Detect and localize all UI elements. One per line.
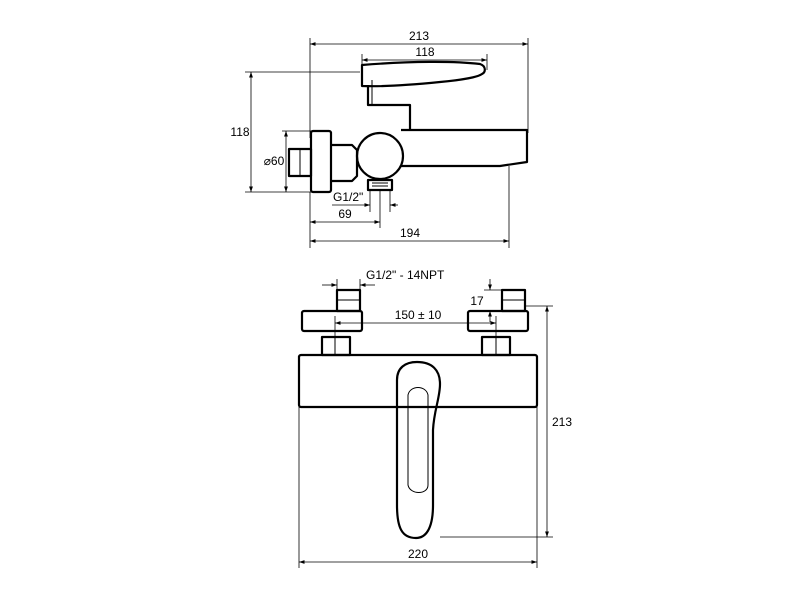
dim-label-outlet-thread: G1/2": [333, 190, 363, 204]
diverter-ball: [355, 131, 405, 181]
right-flange: [466, 309, 530, 333]
dim-label-spout-reach: 194: [400, 226, 420, 240]
dim-label-inlet-thread: G1/2" - 14NPT: [366, 268, 445, 282]
dim-label-lever-length: 118: [415, 45, 434, 59]
dim-label-flange-diameter: ⌀60: [264, 154, 285, 168]
lever-front: [395, 360, 442, 540]
dim-label-inlet-length: 17: [470, 294, 484, 308]
dim-label-height: 118: [230, 125, 249, 139]
spout-body: [401, 128, 529, 168]
dim-label-front-width: 220: [408, 547, 428, 561]
wall-flange: [309, 129, 333, 194]
cartridge-body: [366, 85, 412, 130]
dim-label-center-distance: 150 ± 10: [395, 308, 442, 322]
outlet-connector: [366, 178, 394, 192]
dim-label-outlet-offset: 69: [338, 207, 352, 221]
side-view: 213 118 118 ⌀60 G1/2" 69 194: [230, 29, 529, 248]
dim-label-front-height: 213: [552, 415, 572, 429]
lever-handle: [360, 60, 486, 88]
front-view: G1/2" - 14NPT 17 150 ± 10 213 220: [297, 268, 572, 568]
left-flange: [300, 309, 364, 333]
dim-label-total-length: 213: [409, 29, 429, 43]
lever-inner-contour: [407, 387, 429, 493]
mixer-body: [297, 353, 539, 409]
connector-nut: [331, 143, 359, 183]
left-connector: [320, 335, 352, 357]
